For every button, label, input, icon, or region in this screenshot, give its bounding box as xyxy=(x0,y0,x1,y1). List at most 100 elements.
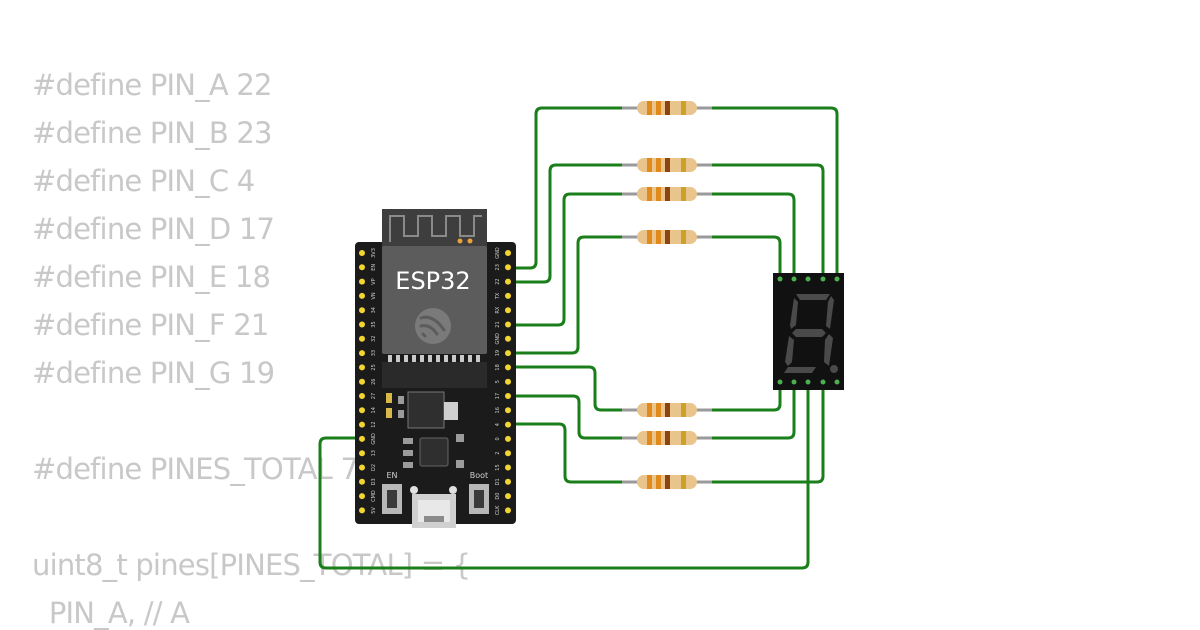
right-pin[interactable] xyxy=(505,393,511,399)
left-pin[interactable] xyxy=(359,307,365,314)
right-pin-label: GND xyxy=(495,333,501,345)
right-pin-label: 18 xyxy=(495,364,501,370)
left-pin-label: EN xyxy=(371,264,377,271)
left-pin[interactable] xyxy=(359,250,365,256)
seven-segment-display[interactable] xyxy=(773,273,844,390)
segment-g xyxy=(792,329,826,337)
wire-b-out xyxy=(707,163,825,280)
right-pin-label: D1 xyxy=(495,478,501,485)
resistor-a[interactable] xyxy=(620,99,714,117)
left-pin[interactable] xyxy=(359,364,365,371)
left-pin[interactable] xyxy=(359,278,365,285)
left-pin[interactable] xyxy=(359,407,365,414)
right-pin[interactable] xyxy=(505,493,511,500)
right-pin-label: 2 xyxy=(495,452,501,455)
module-label: ESP32 xyxy=(395,267,470,295)
right-pin-label: 23 xyxy=(495,264,501,270)
esp32-module xyxy=(382,246,487,354)
code-line: #define PINES_TOTAL 7 xyxy=(32,452,359,486)
left-pin-label: D3 xyxy=(371,478,377,485)
resistor-d[interactable] xyxy=(620,429,714,447)
right-pin-label: 19 xyxy=(495,350,501,356)
left-pin-label: 34 xyxy=(371,307,377,313)
right-pin[interactable] xyxy=(505,307,511,314)
right-pin[interactable] xyxy=(505,250,511,256)
right-pin[interactable] xyxy=(505,407,511,414)
left-pin[interactable] xyxy=(359,378,365,385)
left-pin-label: 5V xyxy=(371,507,377,514)
resistor-g[interactable] xyxy=(620,228,714,246)
left-pin[interactable] xyxy=(359,350,365,357)
right-pin[interactable] xyxy=(505,450,511,457)
code-line: #define PIN_G 19 xyxy=(32,356,275,390)
right-pin[interactable] xyxy=(505,378,511,385)
right-pin[interactable] xyxy=(505,335,511,342)
right-pin-label: D0 xyxy=(495,493,501,500)
code-line: #define PIN_D 17 xyxy=(32,212,275,246)
code-editor-background: #define PIN_A 22 #define PIN_B 23 #defin… xyxy=(32,68,471,630)
code-line: PIN_A, // A xyxy=(32,596,190,630)
right-pin-label: 17 xyxy=(495,393,501,399)
right-pin[interactable] xyxy=(505,478,511,485)
resistor-b[interactable] xyxy=(620,156,714,174)
right-pin[interactable] xyxy=(505,435,511,442)
wire-e-out xyxy=(707,380,782,412)
left-pin-label: 13 xyxy=(371,450,377,456)
left-pin[interactable] xyxy=(359,464,365,471)
left-pin-label: 26 xyxy=(371,379,377,385)
code-line: #define PIN_C 4 xyxy=(32,164,255,198)
left-pin[interactable] xyxy=(359,264,365,271)
right-pin[interactable] xyxy=(505,350,511,357)
usb-port[interactable] xyxy=(412,494,456,528)
right-pin[interactable] xyxy=(505,264,511,271)
right-pin-label: 15 xyxy=(495,464,501,470)
left-pin[interactable] xyxy=(359,321,365,328)
right-pin-label: 0 xyxy=(495,437,501,440)
en-button[interactable] xyxy=(382,484,402,514)
right-pin[interactable] xyxy=(505,507,511,514)
left-pin[interactable] xyxy=(359,478,365,485)
left-pin[interactable] xyxy=(359,493,365,500)
segment-c xyxy=(824,334,833,366)
segment-b xyxy=(826,296,834,329)
resistor-f[interactable] xyxy=(620,185,714,203)
left-pin-label: 32 xyxy=(371,336,377,342)
wire-d-out xyxy=(707,380,796,440)
left-pin[interactable] xyxy=(359,450,365,457)
left-pin[interactable] xyxy=(359,421,365,428)
right-pin[interactable] xyxy=(505,364,511,371)
right-pin[interactable] xyxy=(505,321,511,328)
left-pin-label: 27 xyxy=(371,393,377,399)
esp32-board[interactable]: ESP32 EN Boot xyxy=(355,209,516,528)
boot-button[interactable] xyxy=(469,484,489,514)
antenna-trace-icon xyxy=(389,215,482,242)
left-pin-header: 3V3ENVPVN343532332526271412GND13D2D3CMD5… xyxy=(359,248,377,514)
segment-a xyxy=(796,294,830,300)
code-line: uint8_t pines[PINES_TOTAL] = { xyxy=(32,548,471,582)
wire-c-out xyxy=(707,380,825,484)
left-pin[interactable] xyxy=(359,393,365,399)
resistor-e[interactable] xyxy=(620,401,714,419)
right-pin-label: 5 xyxy=(495,380,501,383)
right-pin[interactable] xyxy=(505,421,511,428)
en-button-label: EN xyxy=(386,471,397,480)
segment-f xyxy=(790,298,798,329)
left-pin[interactable] xyxy=(359,292,365,299)
right-pin-label: 16 xyxy=(495,407,501,413)
left-pin[interactable] xyxy=(359,335,365,342)
right-pin[interactable] xyxy=(505,292,511,299)
right-pin-label: 4 xyxy=(495,423,501,426)
right-pin-label: GND xyxy=(495,247,501,259)
left-pin[interactable] xyxy=(359,435,365,442)
right-pin[interactable] xyxy=(505,464,511,471)
wire-gnd xyxy=(318,380,810,570)
right-pin[interactable] xyxy=(505,278,511,285)
segment-d xyxy=(784,367,816,373)
wire-g xyxy=(506,235,627,355)
left-pin[interactable] xyxy=(359,507,365,514)
left-pin-label: VN xyxy=(371,292,377,299)
resistor-c[interactable] xyxy=(620,473,714,491)
segments xyxy=(784,294,838,373)
wire-a-out xyxy=(707,106,839,280)
